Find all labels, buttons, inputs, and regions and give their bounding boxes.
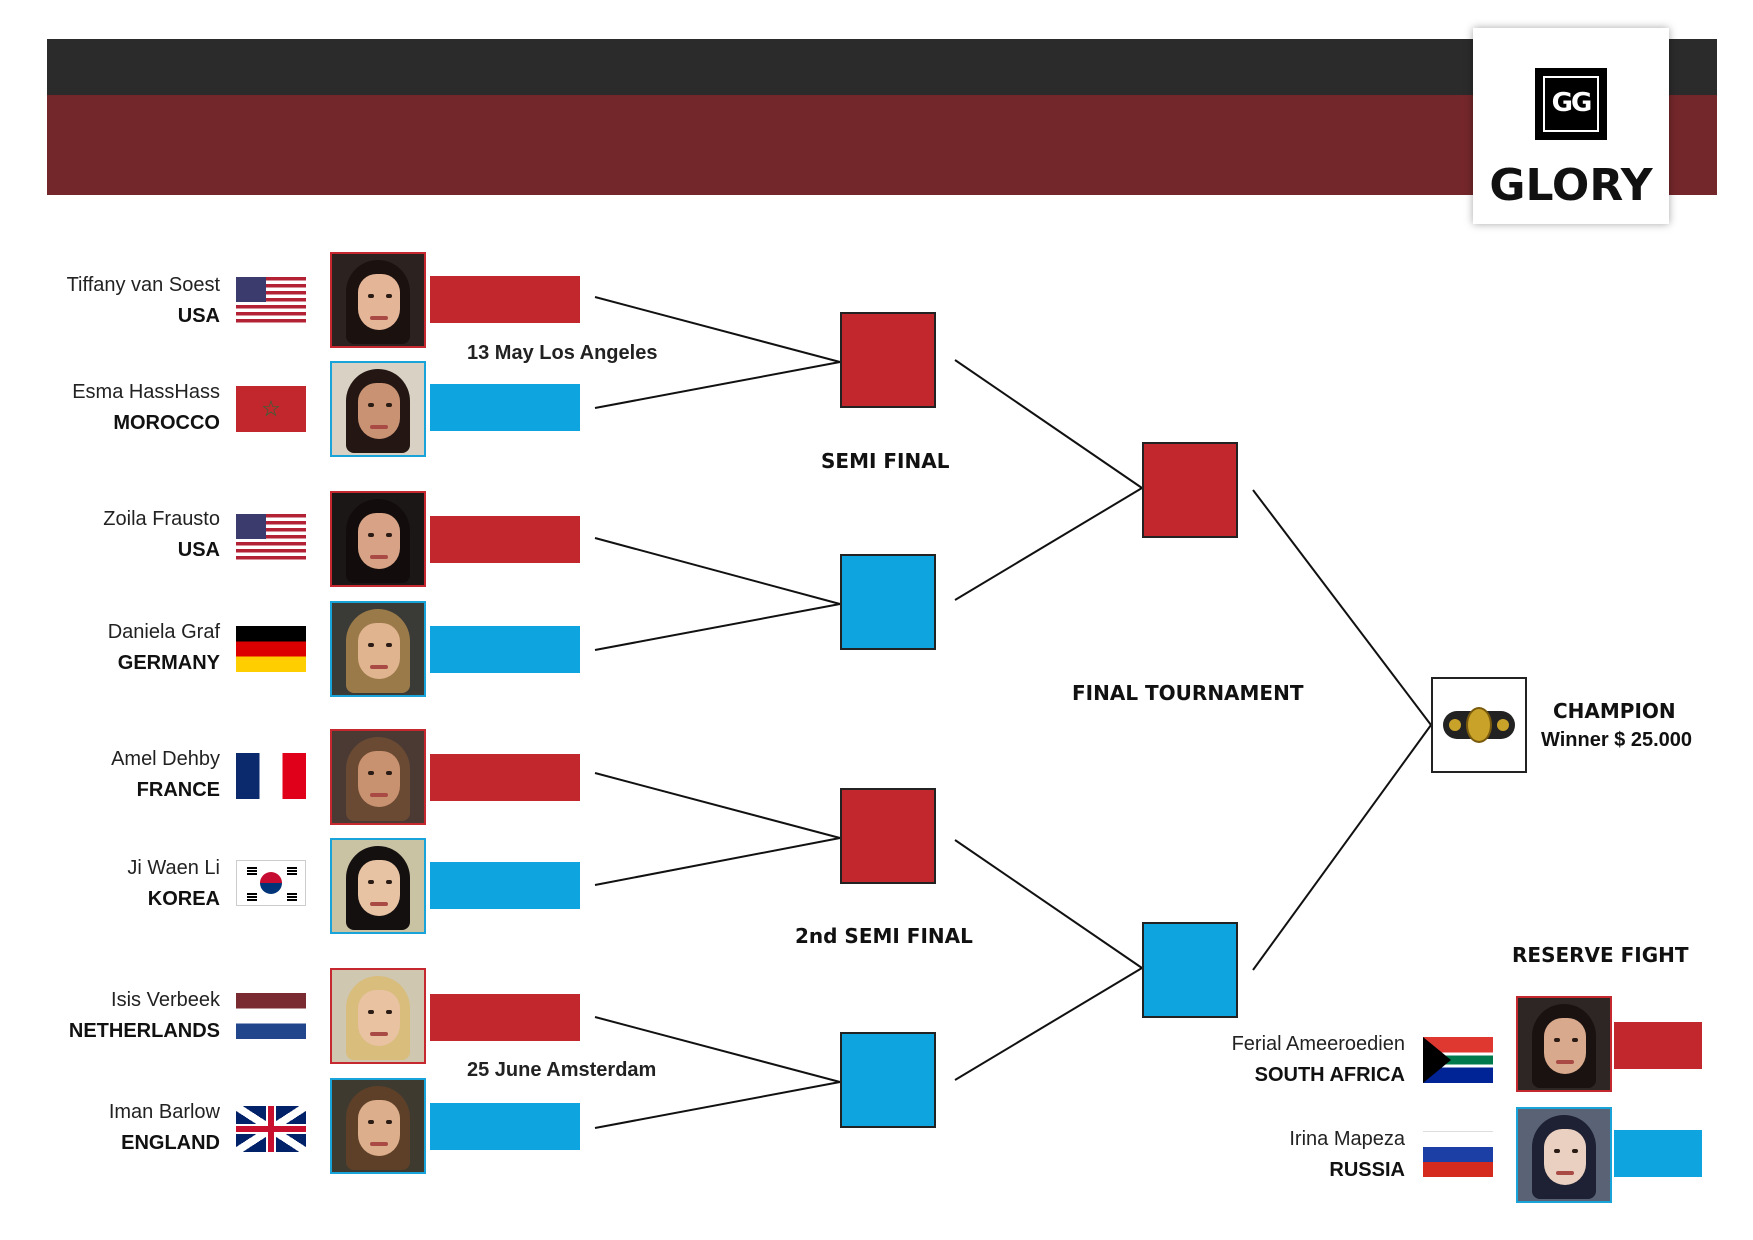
fighter-photo bbox=[330, 968, 426, 1064]
header-banner-dark bbox=[47, 39, 1717, 95]
fighter-country: SOUTH AFRICA bbox=[1254, 1064, 1405, 1086]
korea-flag-icon bbox=[236, 860, 306, 906]
corner-bar-blue bbox=[430, 384, 580, 431]
fighter-name: Zoila Frausto bbox=[103, 508, 220, 530]
russia-flag-icon bbox=[1423, 1131, 1493, 1177]
corner-bar-red bbox=[1614, 1022, 1702, 1069]
corner-bar-blue bbox=[1614, 1130, 1702, 1177]
fighter-name: Amel Dehby bbox=[111, 748, 220, 770]
reserve-fight-title: RESERVE FIGHT bbox=[1512, 943, 1689, 967]
bracket-slot-semi2-winner bbox=[1142, 922, 1238, 1018]
corner-bar-red bbox=[430, 754, 580, 801]
bracket-slot-round1-match1 bbox=[840, 312, 936, 408]
fighter-country: NETHERLANDS bbox=[68, 1020, 220, 1042]
championship-belt-icon bbox=[1443, 707, 1515, 743]
corner-bar-blue bbox=[430, 1103, 580, 1150]
fighter-country: FRANCE bbox=[136, 779, 220, 801]
fighter-country: KOREA bbox=[147, 888, 220, 910]
logo-wordmark: GLORY bbox=[1489, 160, 1653, 211]
corner-bar-blue bbox=[430, 626, 580, 673]
uk-flag-icon bbox=[236, 1106, 306, 1152]
fighter-name: Ji Waen Li bbox=[127, 857, 220, 879]
fighter-photo bbox=[330, 361, 426, 457]
bracket-slot-round1-match4 bbox=[840, 1032, 936, 1128]
fighter-country: ENGLAND bbox=[121, 1132, 220, 1154]
fighter-country: USA bbox=[177, 539, 220, 561]
fighter-photo bbox=[330, 1078, 426, 1174]
champion-prize: Winner $ 25.000 bbox=[1541, 729, 1693, 751]
bracket-slot-round1-match3 bbox=[840, 788, 936, 884]
stage-label-semi-final: SEMI FINAL bbox=[821, 449, 950, 473]
fighter-name: Irina Mapeza bbox=[1289, 1128, 1405, 1150]
fighter-country: MOROCCO bbox=[113, 412, 220, 434]
netherlands-flag-icon bbox=[236, 993, 306, 1039]
fighter-name: Iman Barlow bbox=[108, 1101, 220, 1123]
south-africa-flag-icon bbox=[1423, 1037, 1493, 1083]
bracket-slot-round1-match2 bbox=[840, 554, 936, 650]
fighter-country: RUSSIA bbox=[1329, 1159, 1405, 1181]
stage-label-second-semi-final: 2nd SEMI FINAL bbox=[795, 924, 973, 948]
fighter-name: Esma HassHass bbox=[72, 381, 220, 403]
usa-flag-icon bbox=[236, 277, 306, 323]
event-label-los-angeles: 13 May Los Angeles bbox=[467, 342, 658, 364]
fighter-country: USA bbox=[177, 305, 220, 327]
stage-label-final-tournament: FINAL TOURNAMENT bbox=[1072, 681, 1304, 705]
corner-bar-blue bbox=[430, 862, 580, 909]
germany-flag-icon bbox=[236, 626, 306, 672]
corner-bar-red bbox=[430, 516, 580, 563]
fighter-country: GERMANY bbox=[117, 652, 220, 674]
fighter-name: Daniela Graf bbox=[107, 621, 220, 643]
header-banner-red bbox=[47, 95, 1717, 195]
fighter-name: Isis Verbeek bbox=[111, 989, 220, 1011]
fighter-photo bbox=[330, 601, 426, 697]
champion-title: CHAMPION bbox=[1553, 699, 1676, 723]
logo-monogram: GG bbox=[1551, 88, 1593, 118]
france-flag-icon bbox=[236, 753, 306, 799]
fighter-photo bbox=[330, 838, 426, 934]
fighter-name: Ferial Ameeroedien bbox=[1231, 1033, 1405, 1055]
corner-bar-red bbox=[430, 994, 580, 1041]
glory-emblem-icon: GG bbox=[1535, 68, 1607, 140]
fighter-photo bbox=[1516, 1107, 1612, 1203]
fighter-name: Tiffany van Soest bbox=[66, 274, 220, 296]
fighter-photo bbox=[1516, 996, 1612, 1092]
usa-flag-icon bbox=[236, 514, 306, 560]
fighter-photo bbox=[330, 729, 426, 825]
bracket-slot-semi1-winner bbox=[1142, 442, 1238, 538]
event-label-amsterdam: 25 June Amsterdam bbox=[467, 1059, 657, 1081]
fighter-photo bbox=[330, 491, 426, 587]
corner-bar-red bbox=[430, 276, 580, 323]
fighter-photo bbox=[330, 252, 426, 348]
morocco-flag-icon: ☆ bbox=[236, 386, 306, 432]
glory-logo: GG GLORY bbox=[1473, 28, 1669, 224]
champion-slot bbox=[1431, 677, 1527, 773]
